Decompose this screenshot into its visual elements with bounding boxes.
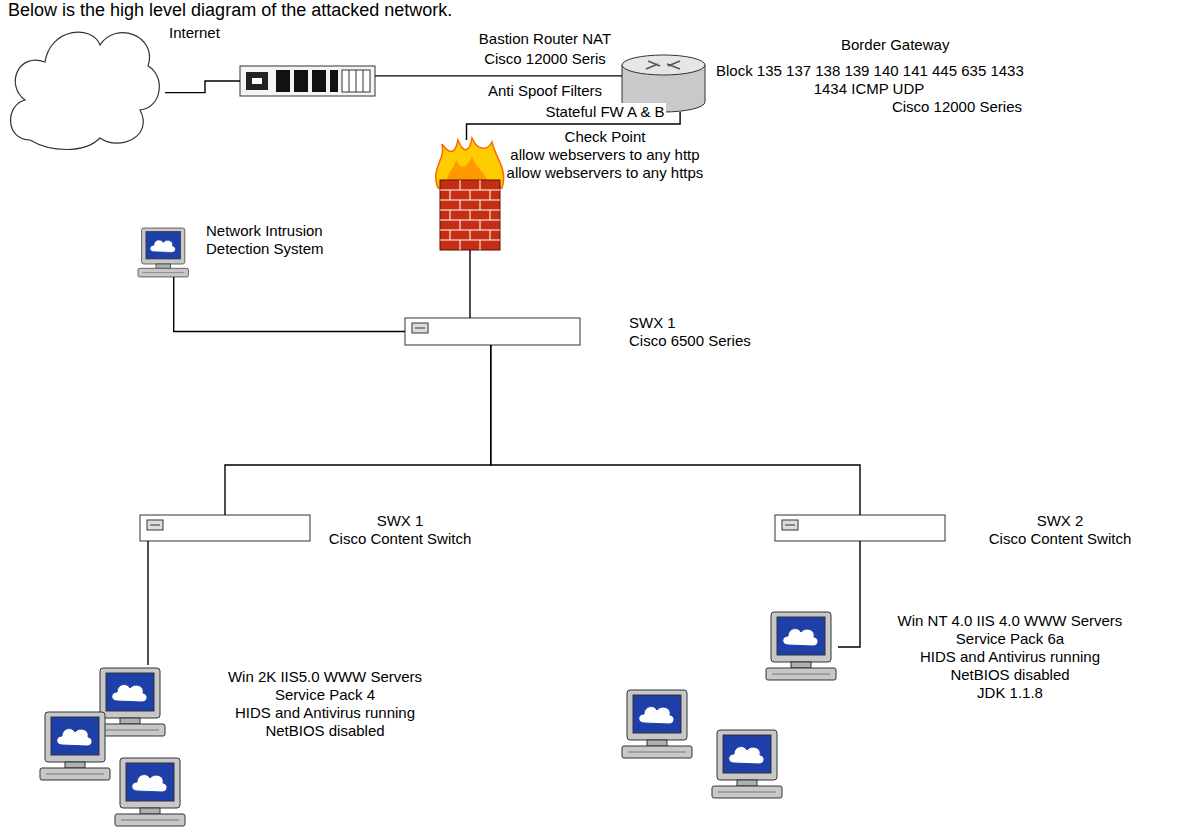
device-label: allow webservers to any https	[506, 164, 705, 181]
web-server-symbol	[712, 730, 782, 798]
device-label: Bastion Router NAT	[478, 30, 612, 47]
internet-cloud-shape	[11, 32, 160, 149]
device-label: SWX 1	[376, 512, 425, 529]
device-label: Check Point	[564, 128, 647, 145]
device-label: Stateful FW A & B	[544, 103, 665, 120]
network-link	[469, 250, 470, 318]
device-label: Internet	[168, 24, 221, 41]
ids-workstation-symbol	[138, 228, 188, 277]
web-server-symbol	[40, 712, 110, 780]
web-server-group: Win 2K IIS5.0 WWW ServersService Pack 4H…	[40, 665, 205, 830]
device-label: Cisco 12000 Series	[891, 98, 1023, 115]
network-link	[165, 81, 240, 93]
ids-workstation: Network IntrusionDetection System	[138, 228, 189, 277]
device-label: Block 135 137 138 139 140 141 445 635 14…	[715, 62, 1025, 79]
web-server-group: Win NT 4.0 IIS 4.0 WWW ServersService Pa…	[620, 608, 838, 803]
web-server-symbol	[622, 690, 692, 758]
network-link	[174, 277, 405, 332]
web-server-symbol	[115, 758, 185, 826]
network-link	[147, 541, 148, 665]
device-label: allow webservers to any http	[509, 146, 700, 163]
page-heading: Below is the high level diagram of the a…	[6, 0, 454, 20]
device-label: Service Pack 6a	[955, 630, 1065, 647]
network-link	[838, 541, 860, 647]
firewall: Stateful FW A & BCheck Pointallow webser…	[435, 140, 505, 250]
core-switch: SWX 1Cisco 6500 Series	[405, 318, 580, 345]
device-label: Cisco Content Switch	[328, 530, 473, 547]
device-label: Detection System	[205, 240, 325, 257]
content-switch-symbol	[140, 515, 310, 541]
network-link	[375, 75, 622, 76]
device-label: SWX 1	[628, 314, 677, 331]
device-label: Win 2K IIS5.0 WWW Servers	[227, 668, 423, 685]
device-label: Anti Spoof Filters	[487, 82, 603, 99]
content-switch: SWX 2Cisco Content Switch	[775, 515, 945, 541]
device-label: HIDS and Antivirus running	[919, 648, 1101, 665]
device-label: Cisco 6500 Series	[628, 332, 752, 349]
content-switch-symbol	[775, 515, 945, 541]
content-switch: SWX 1Cisco Content Switch	[140, 515, 310, 541]
device-label: HIDS and Antivirus running	[234, 704, 416, 721]
internet-cloud: Internet	[5, 20, 165, 152]
network-link	[225, 345, 491, 515]
device-label: Network Intrusion	[205, 222, 324, 239]
device-label: Cisco 12000 Seris	[483, 50, 607, 67]
device-label: NetBIOS disabled	[264, 722, 385, 739]
web-server-symbol	[766, 612, 836, 680]
firewall-symbol	[436, 138, 504, 250]
device-label: 1434 ICMP UDP	[813, 80, 926, 97]
device-label: Win NT 4.0 IIS 4.0 WWW Servers	[897, 612, 1124, 629]
core-switch-symbol	[405, 318, 580, 345]
device-label: NetBIOS disabled	[949, 666, 1070, 683]
network-link	[491, 345, 860, 515]
device-label: Cisco Content Switch	[988, 530, 1133, 547]
device-label: Service Pack 4	[274, 686, 376, 703]
device-label: JDK 1.1.8	[976, 684, 1044, 701]
device-label: SWX 2	[1036, 512, 1085, 529]
bastion-router-symbol	[240, 66, 375, 96]
bastion-router: Bastion Router NATCisco 12000 SerisAnti …	[240, 66, 375, 96]
device-label: Border Gateway	[840, 36, 950, 53]
